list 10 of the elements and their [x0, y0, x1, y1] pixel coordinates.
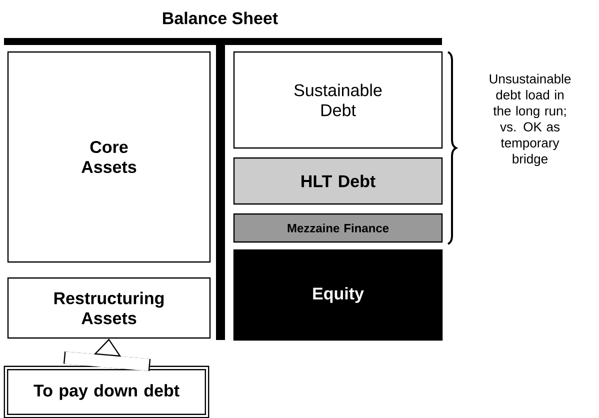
- balance-box: HLT Debt: [233, 157, 443, 205]
- balance-box: Restructuring Assets: [7, 277, 211, 339]
- balance-box: Equity: [233, 249, 443, 341]
- balance-box: Sustainable Debt: [233, 51, 443, 149]
- title: Balance Sheet: [163, 12, 278, 24]
- block-arrow: [63, 338, 151, 372]
- balance-box: Mezzaine Finance: [233, 213, 443, 243]
- action-box: To pay down debt: [4, 366, 210, 418]
- note: Unsustainable debt load in the long run; vs. OK as temporary bridge: [490, 74, 571, 166]
- balance-box: Core Assets: [7, 51, 211, 263]
